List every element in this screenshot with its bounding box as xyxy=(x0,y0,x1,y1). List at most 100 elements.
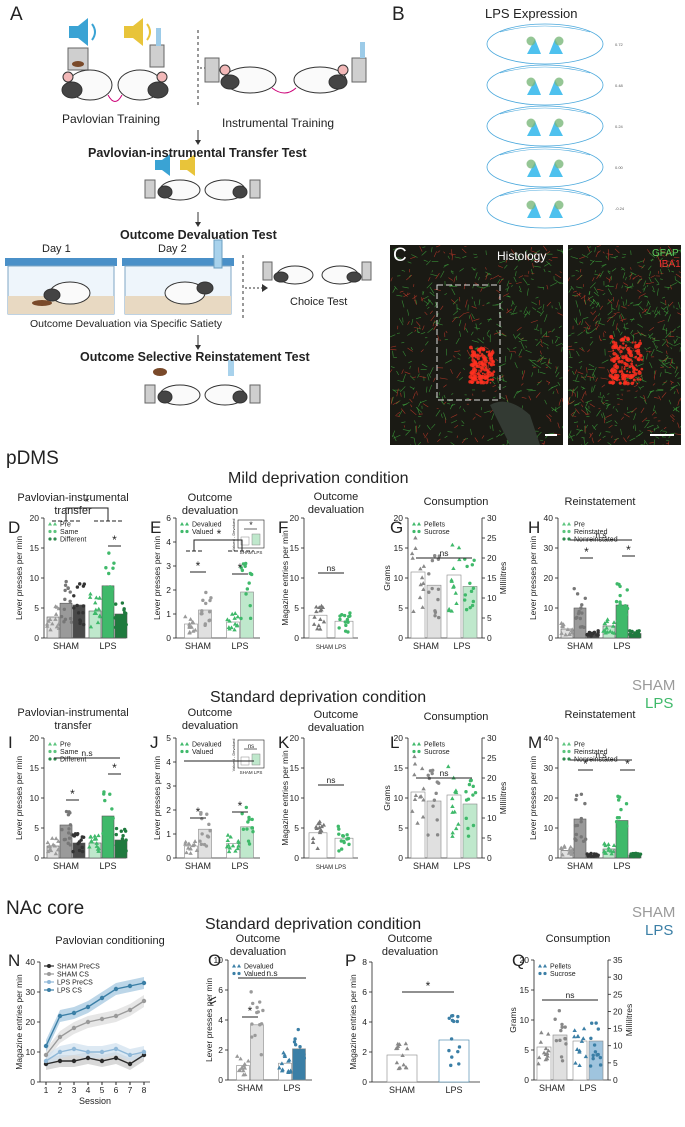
histology-fiber xyxy=(608,276,611,283)
histology-fiber xyxy=(579,261,584,264)
histology-microglia xyxy=(612,337,614,340)
histology-fiber xyxy=(428,384,432,393)
histology-fiber xyxy=(613,438,618,444)
y-tick-label: 5 xyxy=(294,603,299,613)
data-point xyxy=(245,587,250,591)
data-point xyxy=(241,827,246,831)
panel-title: Pavlovian-instrumental xyxy=(17,492,128,504)
y-axis-label: Lever presses per min xyxy=(14,536,24,620)
data-point xyxy=(568,844,573,849)
axis-break xyxy=(209,996,217,1005)
histology-fiber xyxy=(440,305,444,310)
data-point xyxy=(421,786,426,791)
histology-fiber xyxy=(595,326,599,331)
data-point xyxy=(558,1038,562,1043)
data-point xyxy=(67,827,71,831)
y-tick-label: 10 xyxy=(544,603,554,613)
histology-fiber xyxy=(540,344,543,348)
histology-fiber xyxy=(554,279,561,284)
histology-microglia xyxy=(621,355,626,360)
data-point xyxy=(310,840,316,844)
data-point xyxy=(463,593,468,597)
data-point xyxy=(77,848,82,853)
data-point xyxy=(419,575,425,580)
histology-fiber xyxy=(454,256,461,259)
histology-fiber xyxy=(630,271,637,276)
histology-fiber xyxy=(586,367,588,373)
histology-fiber xyxy=(513,276,517,283)
histology-fiber xyxy=(537,286,544,289)
data-point xyxy=(281,1050,286,1055)
histology-microglia xyxy=(479,370,482,373)
histology-fiber xyxy=(402,350,407,357)
legend-marker xyxy=(48,537,52,541)
x-group-label: SHAM xyxy=(413,861,439,871)
data-point xyxy=(559,846,564,851)
histology-fiber xyxy=(410,409,417,416)
legend-label: Pre xyxy=(574,522,585,529)
histology-fiber xyxy=(439,377,448,380)
histology-fiber xyxy=(443,384,447,388)
data-point xyxy=(204,844,209,848)
data-point xyxy=(418,582,423,587)
histology-fiber xyxy=(635,375,643,380)
histology-fiber xyxy=(423,259,428,262)
data-point xyxy=(107,571,111,576)
histology-fiber xyxy=(646,284,649,287)
histology-fiber xyxy=(578,321,581,325)
histology-fiber xyxy=(605,255,608,259)
histology-fiber xyxy=(592,374,595,381)
atlas-section xyxy=(486,23,604,65)
histology-fiber xyxy=(584,321,590,327)
data-point xyxy=(577,1049,582,1054)
data-point xyxy=(405,1046,410,1051)
histology-fiber xyxy=(531,257,536,262)
section-nac: NAc core xyxy=(6,898,85,919)
histology-fiber xyxy=(602,394,605,399)
histology-fiber xyxy=(622,272,626,279)
data-point xyxy=(66,831,71,835)
atlas-level: -0.24 xyxy=(615,206,625,211)
histology-fiber xyxy=(459,405,462,409)
histology-fiber xyxy=(598,335,601,341)
histology-fiber xyxy=(653,427,659,431)
inset-sig-label: ns xyxy=(248,744,254,750)
histology-fiber xyxy=(450,403,456,407)
atlas-section xyxy=(486,64,604,106)
histology-fiber xyxy=(418,424,421,429)
histology-fiber xyxy=(431,247,433,253)
histology-fiber xyxy=(607,270,611,273)
data-point xyxy=(608,848,614,853)
data-point xyxy=(421,797,426,802)
histology-fiber xyxy=(630,267,632,270)
histology-fiber xyxy=(568,401,575,405)
data-point xyxy=(75,585,80,589)
legend-label: Valued xyxy=(192,749,213,756)
histology-fiber xyxy=(475,346,478,351)
legend-marker xyxy=(562,522,566,526)
histology-fiber xyxy=(419,375,427,379)
data-point xyxy=(624,612,629,617)
histology-fiber xyxy=(475,272,478,279)
histology-fiber xyxy=(493,331,500,335)
panel-title-line2: devaluation xyxy=(182,505,238,517)
histology-fiber xyxy=(526,254,531,258)
data-point xyxy=(630,629,634,634)
histology-fiber xyxy=(548,331,552,333)
histology-fiber xyxy=(575,300,579,308)
data-point xyxy=(251,1001,255,1006)
data-point xyxy=(420,605,425,609)
atlas-level: 0.72 xyxy=(615,42,624,47)
histology-fiber xyxy=(585,390,587,396)
data-point xyxy=(208,618,212,622)
bar xyxy=(462,586,478,639)
histology-fiber xyxy=(679,397,681,402)
data-point xyxy=(579,819,583,824)
y-tick-label: 10 xyxy=(290,793,300,803)
data-point xyxy=(466,826,470,831)
rat-tails xyxy=(107,94,123,102)
histology-fiber xyxy=(496,289,501,294)
atlas-ventricle xyxy=(527,80,541,95)
data-point xyxy=(200,832,204,836)
histology-fiber xyxy=(591,425,597,431)
